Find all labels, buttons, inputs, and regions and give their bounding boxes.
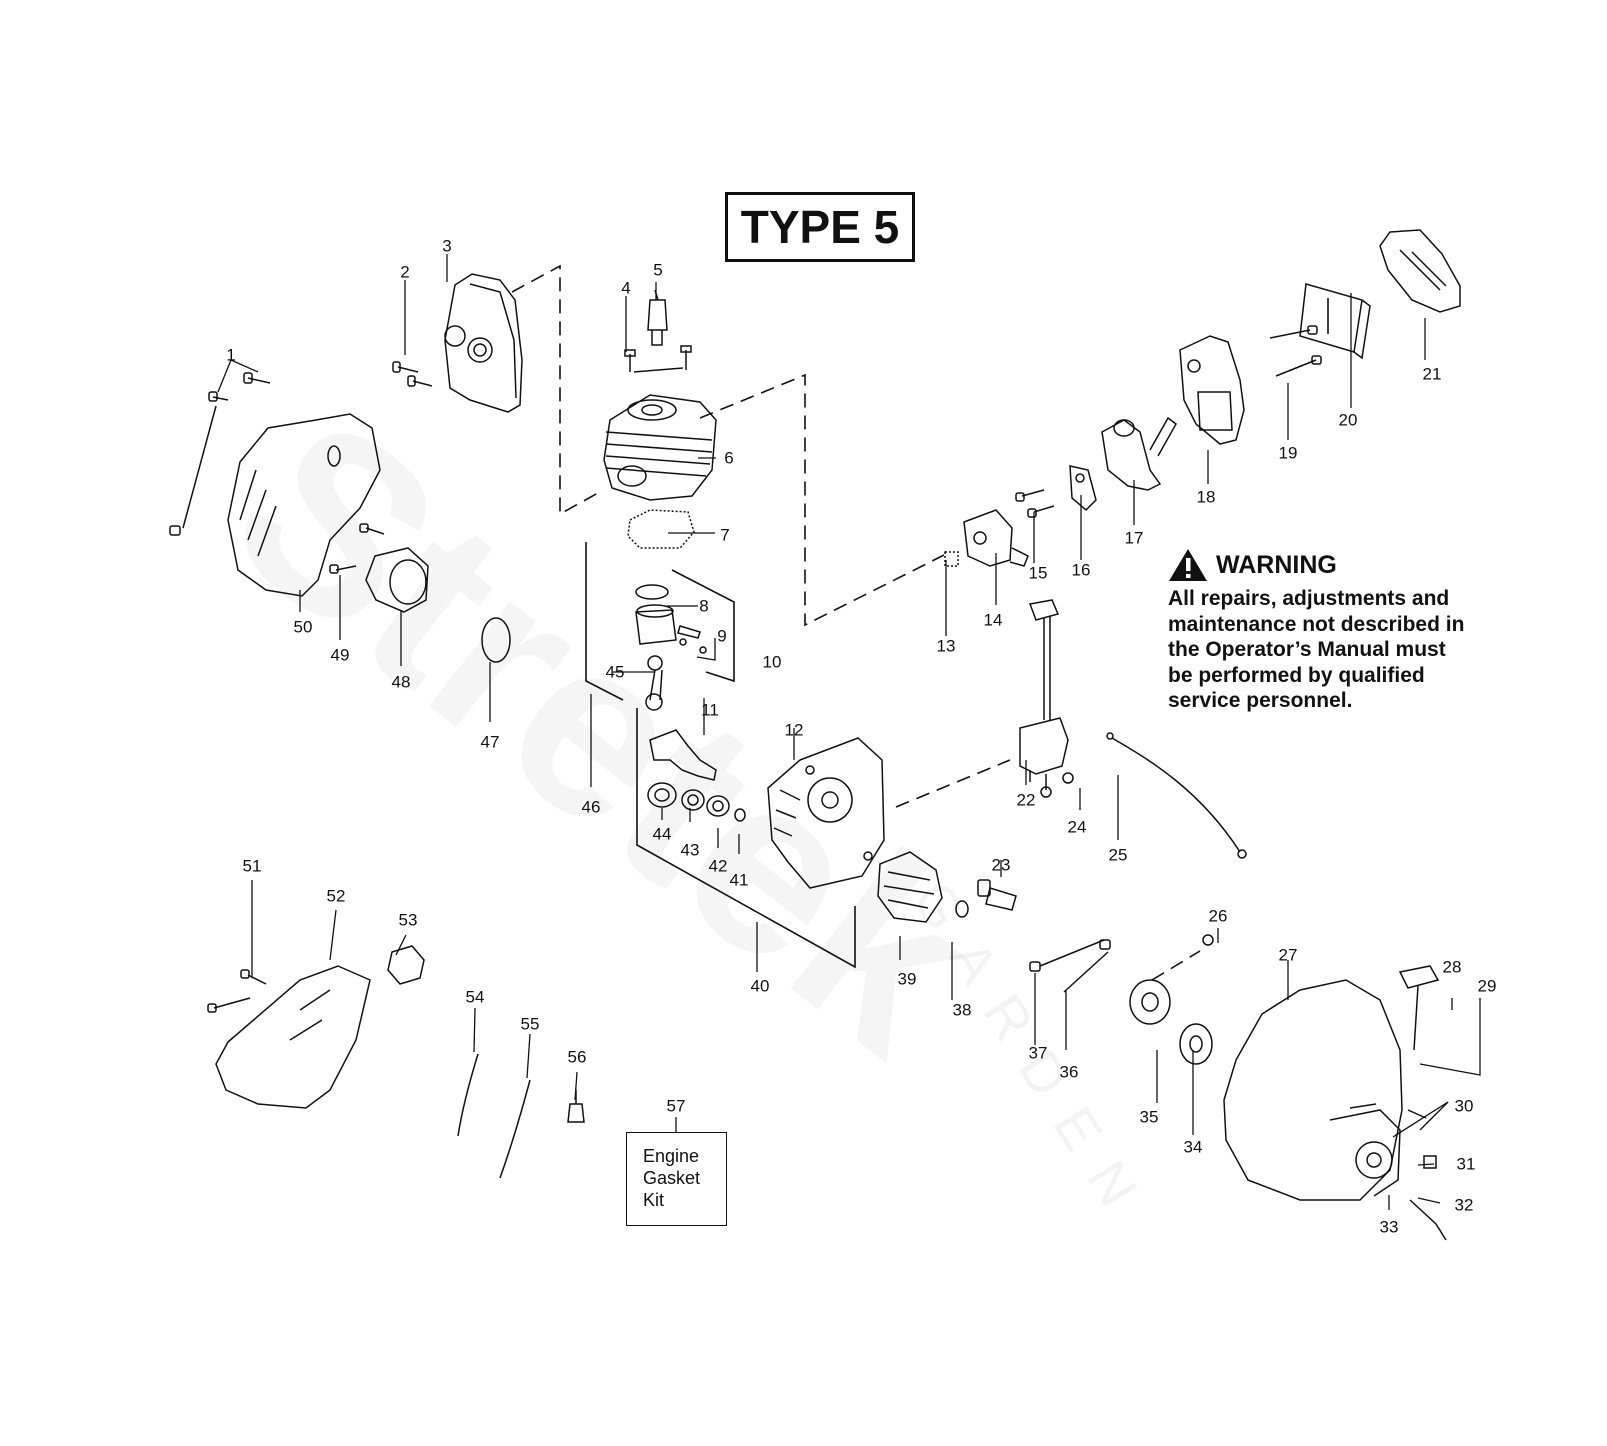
part-callout: 10 <box>762 652 782 672</box>
part-callout: 52 <box>326 886 346 906</box>
warning-line: be performed by qualified <box>1168 663 1425 687</box>
part-callout: 27 <box>1278 945 1298 965</box>
part-callout: 8 <box>699 596 709 616</box>
warning-line: All repairs, adjustments and <box>1168 587 1450 610</box>
part-callout: 37 <box>1028 1043 1048 1063</box>
part-callout: 47 <box>480 732 500 752</box>
part-callout: 11 <box>701 700 719 720</box>
part-callout: 36 <box>1059 1062 1079 1082</box>
part-callout: 26 <box>1208 906 1228 926</box>
part-callout: 40 <box>750 976 770 996</box>
warning-text: All repairs, adjustments and maintenance… <box>1168 586 1486 714</box>
part-drawings <box>169 229 1461 1241</box>
warning-heading: WARNING <box>1216 550 1337 579</box>
part-callout: 29 <box>1477 976 1497 996</box>
part-callout: 13 <box>936 636 956 656</box>
part-callout: 5 <box>653 260 663 280</box>
part-callout: 46 <box>581 797 601 817</box>
kit-box-line: Engine <box>643 1146 700 1166</box>
part-callout: 39 <box>897 969 917 989</box>
part-callout: 18 <box>1196 487 1216 507</box>
kit-box-line: Gasket <box>643 1168 701 1188</box>
assembly-dashed-lines <box>511 264 1201 981</box>
part-callout: 19 <box>1278 443 1298 463</box>
bracket-lines <box>585 298 1329 969</box>
part-callout: 56 <box>567 1047 587 1067</box>
part-callout: 3 <box>442 236 452 256</box>
part-callout: 17 <box>1124 528 1144 548</box>
part-callout: 44 <box>652 824 672 844</box>
warning-line: service personnel. <box>1168 689 1353 712</box>
warning-notice: WARNING All repairs, adjustments and mai… <box>1168 548 1486 714</box>
part-callout: 4 <box>621 278 631 298</box>
part-callout: 7 <box>720 525 730 545</box>
part-callout: 42 <box>708 856 728 876</box>
kit-box-line: Kit <box>643 1190 665 1210</box>
warning-line: the Operator’s Manual must <box>1168 638 1446 661</box>
part-callout: 53 <box>398 910 418 930</box>
leader-lines <box>217 254 1481 1210</box>
part-callout: 31 <box>1456 1154 1476 1174</box>
part-callout: 55 <box>520 1014 540 1034</box>
part-callout: 2 <box>400 262 410 282</box>
part-callout: 54 <box>465 987 485 1007</box>
part-callout: 9 <box>717 626 727 646</box>
part-callout: 38 <box>952 1000 972 1020</box>
part-callout: 14 <box>983 610 1003 630</box>
part-callout: 20 <box>1338 410 1358 430</box>
part-callout: 6 <box>724 448 734 468</box>
part-callout: 51 <box>242 856 262 876</box>
warning-heading-row: WARNING <box>1168 548 1486 582</box>
part-callout: 41 <box>729 870 749 890</box>
part-callout: 35 <box>1139 1107 1159 1127</box>
diagram-type-title: TYPE 5 <box>725 192 915 262</box>
part-callout: 25 <box>1108 845 1128 865</box>
part-callout: 21 <box>1422 364 1442 384</box>
part-callout: 22 <box>1016 790 1036 810</box>
engine-gasket-kit-box: Engine Gasket Kit <box>626 1132 727 1226</box>
part-callout: 12 <box>784 720 804 740</box>
warning-line: maintenance not described in <box>1168 612 1465 636</box>
part-callout: 34 <box>1183 1137 1203 1157</box>
part-callout: 1 <box>226 345 236 365</box>
part-callout: 57 <box>666 1096 686 1116</box>
part-callout: 48 <box>391 672 411 692</box>
part-callout: 24 <box>1067 817 1087 837</box>
part-callout: 30 <box>1454 1096 1474 1116</box>
part-callout: 28 <box>1442 957 1462 977</box>
part-callout: 15 <box>1028 563 1048 583</box>
part-callout: 16 <box>1071 560 1091 580</box>
part-callout: 49 <box>330 645 350 665</box>
part-callout: 50 <box>293 617 313 637</box>
part-callout: 45 <box>605 662 625 682</box>
part-callout: 43 <box>680 840 700 860</box>
part-callout: 32 <box>1454 1195 1474 1215</box>
part-callout: 23 <box>991 855 1011 875</box>
part-callout: 33 <box>1379 1217 1399 1237</box>
warning-triangle-icon <box>1169 549 1207 581</box>
